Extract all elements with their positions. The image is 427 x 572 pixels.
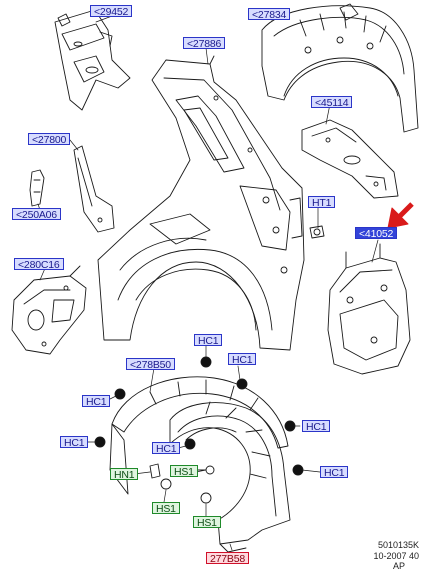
callout-29452[interactable]: <29452	[90, 5, 133, 18]
drawing-date: 10-2007 40	[373, 551, 419, 561]
part-27834	[261, 3, 419, 133]
callout-250A06[interactable]: <250A06	[12, 208, 61, 221]
part-278B50	[109, 376, 289, 495]
callout-HC1-4[interactable]: HC1	[60, 436, 89, 449]
callout-27834[interactable]: <27834	[248, 8, 291, 21]
callout-27800[interactable]: <27800	[28, 133, 71, 146]
callout-HC1-5[interactable]: HC1	[152, 442, 181, 455]
callout-27886[interactable]: <27886	[183, 37, 226, 50]
drawing-code: 5010135K	[377, 540, 419, 550]
drawing-suffix: AP	[392, 561, 405, 571]
callout-HC1-1[interactable]: HC1	[194, 334, 223, 347]
callout-HS1-3[interactable]: HS1	[193, 516, 221, 529]
red-arrow-icon	[387, 202, 414, 229]
part-41052	[327, 243, 411, 375]
part-HT1	[309, 225, 325, 239]
callout-HT1[interactable]: HT1	[308, 196, 336, 209]
part-280C16	[11, 265, 87, 355]
fastener-HC1	[94, 356, 304, 476]
part-27800	[73, 145, 115, 233]
callout-HS1-2[interactable]: HS1	[152, 502, 180, 515]
callout-45114[interactable]: <45114	[311, 96, 353, 109]
callout-HS1-1[interactable]: HS1	[170, 465, 198, 478]
callout-HC1-3[interactable]: HC1	[82, 395, 111, 408]
part-277B58	[169, 401, 291, 553]
callout-HC1-7[interactable]: HC1	[320, 466, 349, 479]
callout-278B50[interactable]: <278B50	[126, 358, 175, 371]
callout-HC1-2[interactable]: HC1	[228, 353, 257, 366]
callout-HN1[interactable]: HN1	[110, 468, 139, 481]
part-quarter-panel	[97, 55, 305, 351]
fastener-HN1	[149, 463, 161, 479]
callout-41052[interactable]: <41052	[355, 227, 398, 240]
callout-280C16[interactable]: <280C16	[14, 258, 64, 271]
part-29452	[54, 9, 131, 111]
callout-HC1-6[interactable]: HC1	[302, 420, 331, 433]
part-250A06	[29, 169, 45, 207]
part-45114	[301, 119, 399, 199]
callout-277B58[interactable]: 277B58	[206, 552, 250, 565]
